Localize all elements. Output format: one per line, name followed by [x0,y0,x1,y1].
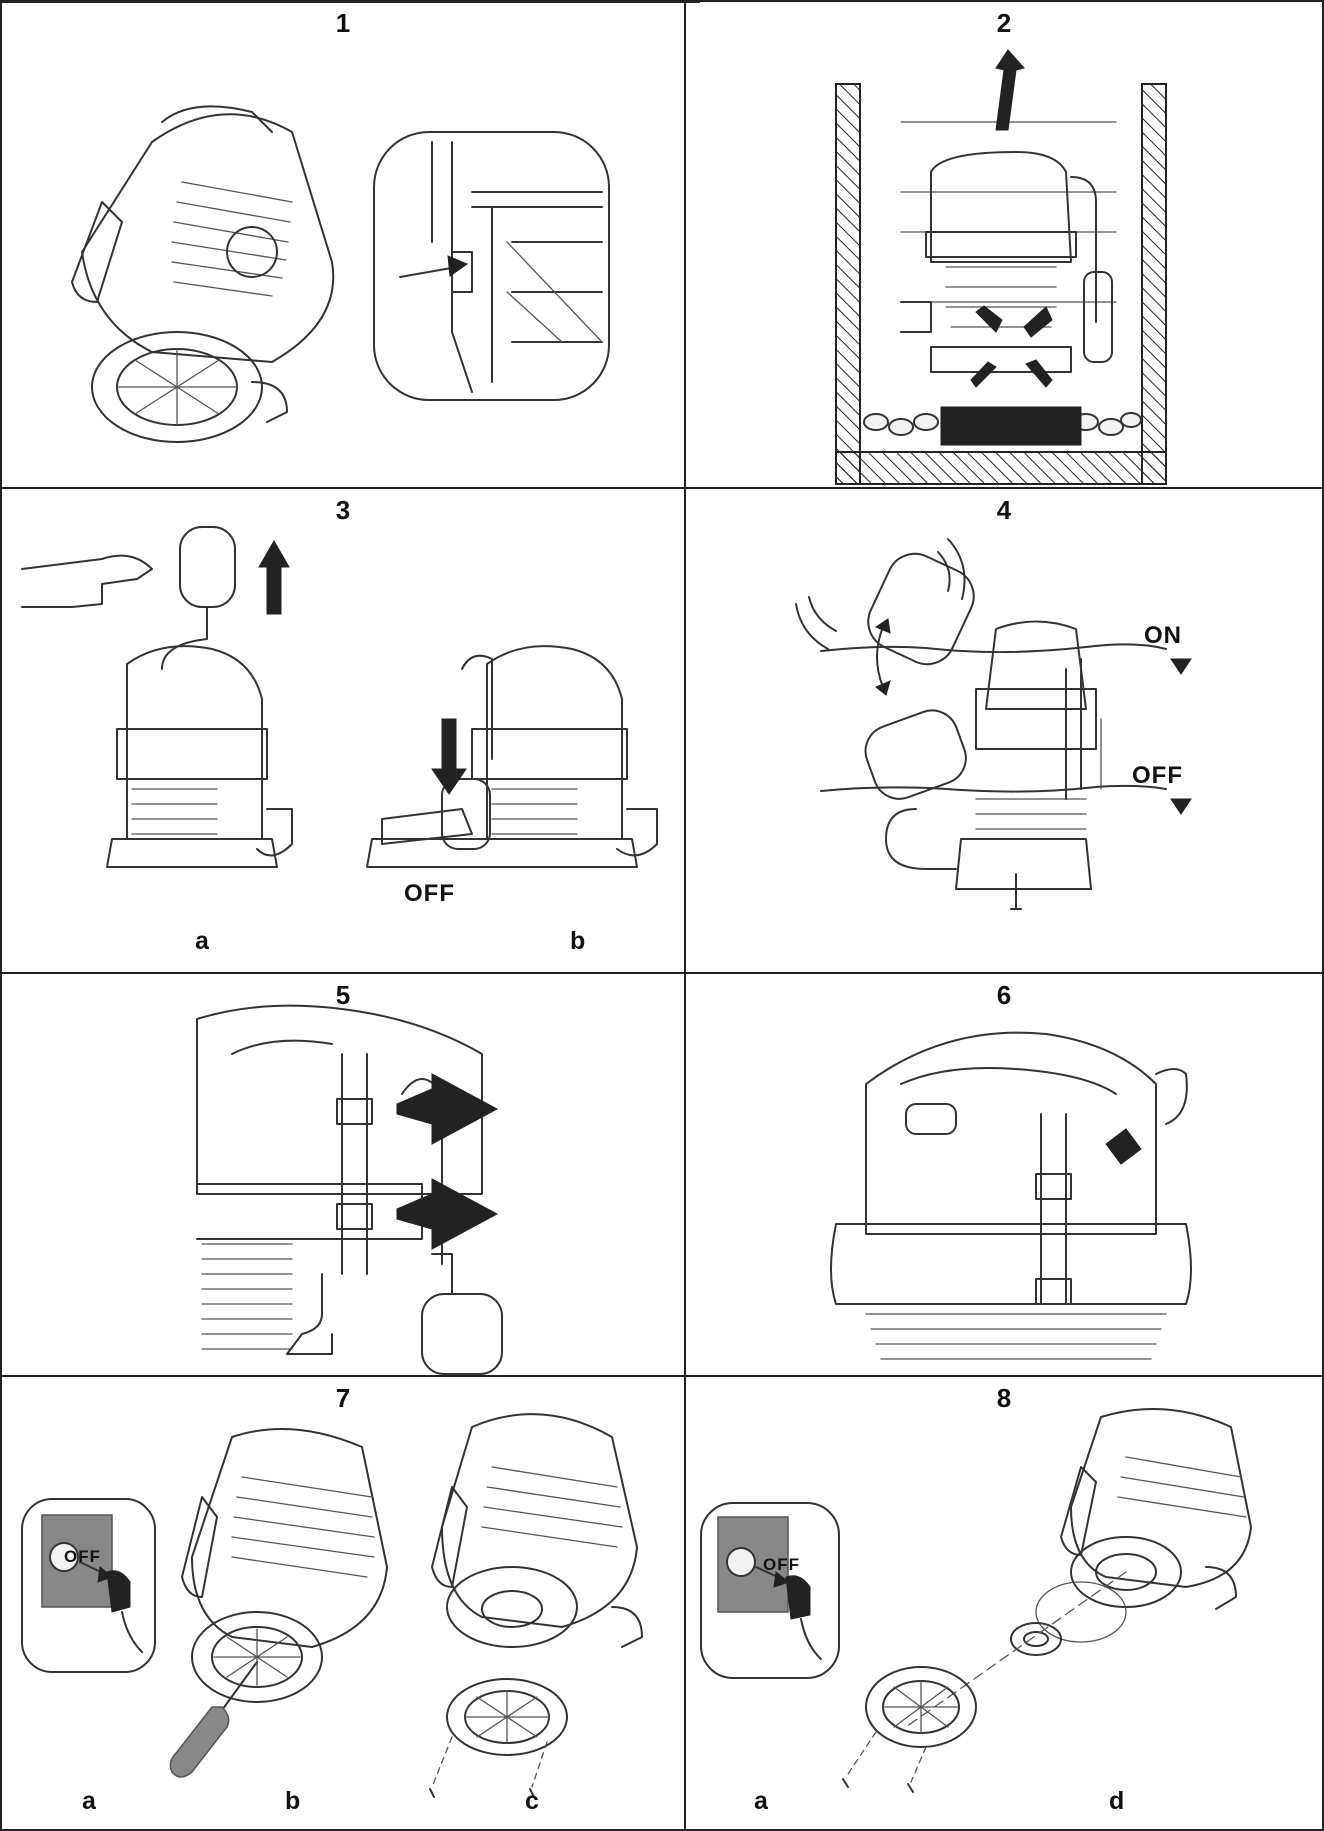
panel-number: 3 [335,495,351,525]
sub-label-c: c [525,1787,539,1815]
pump-drawing [885,620,1102,910]
sub-label-a: a [82,1787,96,1815]
sub-label-b: b [285,1787,301,1815]
movement-arrow [874,618,891,696]
panel-number: 6 [996,980,1012,1010]
float-switch-setup-illustration [21,526,658,868]
sub-label-a: a [195,927,209,955]
clip-arrows [396,1073,499,1250]
impeller-disassembly-illustration [700,1408,1252,1793]
pump-with-screwdriver-drawing [169,1428,388,1778]
sub-label-d: d [1109,1787,1125,1815]
float-lower [864,709,967,800]
flow-arrows [970,49,1053,388]
pump-in-shaft-illustration [835,49,1167,485]
panel-6: 6 [686,974,1322,1377]
pump-drawing [900,151,1113,373]
gravel-bed [863,406,1142,446]
panel-1: 1 [2,2,686,489]
water-level-lines [820,643,1167,793]
float-switch-levels-illustration [795,538,1192,910]
cable-clip-illustration [196,1004,503,1375]
shaft-walls [835,83,1167,485]
panel-number: 4 [996,495,1012,525]
on-level-label: ON [1144,622,1182,649]
sub-label-b: b [570,927,586,955]
pump-inlet-detail-illustration [71,105,610,443]
pump-closeup-drawing [196,1004,503,1375]
panel-number: 8 [996,1383,1012,1413]
off-label: OFF [404,880,455,907]
float-upper [867,552,975,666]
sub-label-a: a [754,1787,768,1815]
motion-waves [795,538,966,650]
water-lines [900,121,1117,303]
pump-a-drawing [21,526,293,868]
panel-number: 1 [335,8,351,38]
inlet-zoom-inset [373,131,610,401]
unplug-inset [21,1498,156,1673]
panel-number: 5 [335,980,351,1010]
off-level-label: OFF [1132,762,1183,789]
panel-5: 5 [2,974,686,1377]
pump-tilted-drawing [71,105,335,443]
pump-exploded-drawing [842,1408,1252,1793]
panel-8: 8 [686,1377,1322,1829]
panel-4: 4 [686,489,1322,974]
pump-exploded-drawing [429,1413,643,1798]
panel-number: 2 [996,8,1012,38]
panel-7: 7 [2,1377,686,1829]
panel-2: 2 [686,2,1322,489]
pump-b-drawing [366,645,658,868]
unplug-inset [700,1502,840,1679]
unplug-and-remove-base-illustration [21,1413,643,1798]
off-label: OFF [763,1555,800,1574]
pump-closeup-drawing [830,1031,1192,1360]
panel-number: 7 [335,1383,351,1413]
panel-3: 3 [2,489,686,974]
assembled-pump-illustration [830,1031,1192,1360]
off-label: OFF [64,1547,101,1566]
